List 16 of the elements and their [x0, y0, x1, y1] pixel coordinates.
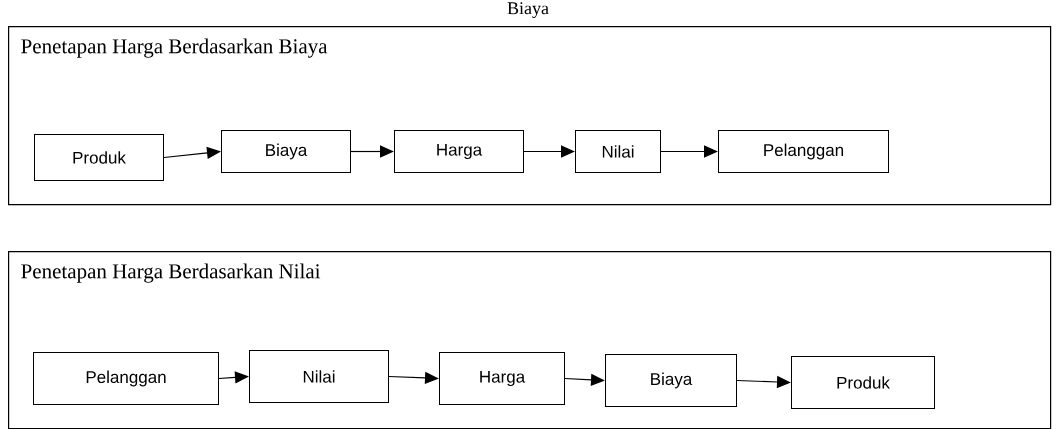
- arrow: [350, 145, 394, 158]
- arrow: [660, 145, 718, 158]
- process-box: Pelanggan: [718, 130, 889, 173]
- process-box: Harga: [394, 130, 524, 173]
- process-box: Biaya: [605, 354, 737, 407]
- arrow: [564, 373, 605, 386]
- heading-text: Biaya: [507, 2, 549, 18]
- process-box: Harga: [439, 352, 565, 405]
- process-box: Nilai: [249, 350, 389, 403]
- process-box: Biaya: [221, 130, 351, 173]
- arrow: [523, 145, 575, 158]
- process-box: Produk: [34, 134, 164, 181]
- process-box: Produk: [791, 356, 935, 409]
- process-box: Pelanggan: [33, 352, 219, 405]
- arrow: [218, 371, 249, 384]
- process-box: Nilai: [575, 130, 661, 173]
